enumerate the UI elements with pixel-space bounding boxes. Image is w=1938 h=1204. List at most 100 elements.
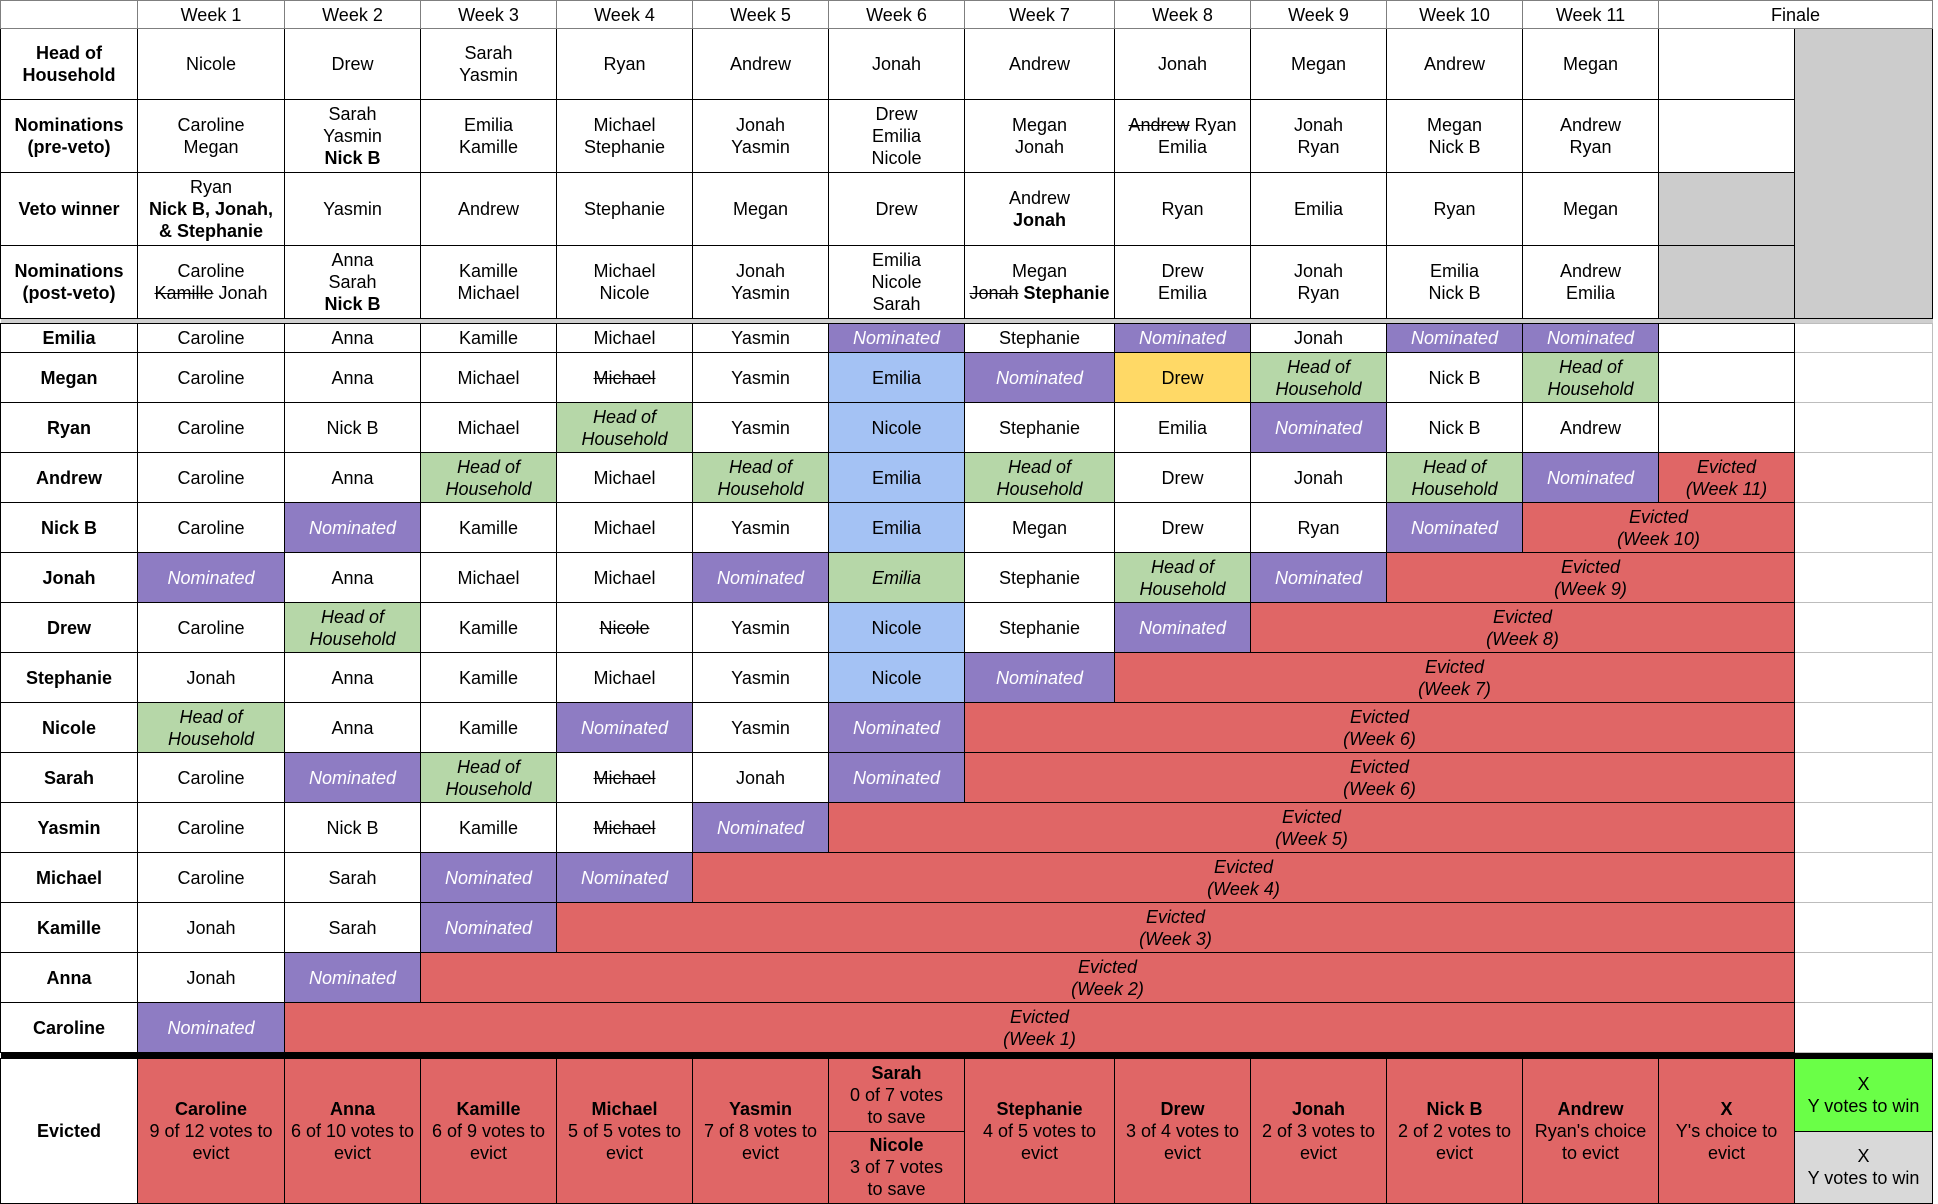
void-vote-cell[interactable]: Michael [556,752,693,803]
void-vote-cell[interactable]: Nicole [556,602,693,653]
vote-cell[interactable]: Caroline [137,752,285,803]
vote-cell[interactable]: Emilia [828,452,965,503]
evicted-cell[interactable]: Evicted(Week 1) [284,1002,1795,1053]
nominated-cell[interactable]: Nominated [692,802,829,853]
evicted-cell[interactable]: Evicted(Week 6) [964,752,1795,803]
hoh-cell[interactable]: Jonah [1114,28,1251,100]
nominated-cell[interactable]: Nominated [284,952,421,1003]
hoh-cell[interactable]: Nicole [137,28,285,100]
vote-cell[interactable]: Emilia [828,552,965,603]
vote-cell[interactable]: Michael [556,552,693,603]
player-name[interactable]: Drew [0,602,138,653]
player-name[interactable]: Yasmin [0,802,138,853]
vote-cell-final[interactable] [1658,352,1795,403]
player-name[interactable]: Kamille [0,902,138,953]
vote-cell[interactable]: Jonah [137,652,285,703]
player-name[interactable]: Ryan [0,402,138,453]
player-name[interactable]: Nicole [0,702,138,753]
nominated-cell[interactable]: Nominated [556,852,693,903]
vote-cell[interactable]: Michael [556,323,693,353]
vote-cell[interactable]: Yasmin [692,323,829,353]
vote-cell[interactable]: Michael [556,502,693,553]
vote-cell[interactable]: Nicole [828,652,965,703]
vote-cell[interactable]: Kamille [420,502,557,553]
nom-post-cell-final[interactable] [1658,245,1795,319]
vote-cell[interactable]: Yasmin [692,402,829,453]
evicted-cell[interactable]: Evicted(Week 6) [964,702,1795,753]
vote-cell-final[interactable] [1658,323,1795,353]
row-label-veto[interactable]: Veto winner [0,172,138,246]
vote-cell[interactable]: Kamille [420,702,557,753]
veto-cell[interactable]: Yasmin [284,172,421,246]
col-week-4[interactable]: Week 4 [556,0,693,29]
vote-cell[interactable]: Drew [1114,452,1251,503]
nominated-cell[interactable]: Nominated [692,552,829,603]
vote-cell[interactable]: Nicole [828,602,965,653]
vote-cell[interactable]: Stephanie [964,402,1115,453]
nominated-cell[interactable]: Nominated [964,352,1115,403]
hoh-cell[interactable]: Andrew [1386,28,1523,100]
player-name[interactable]: Andrew [0,452,138,503]
vote-cell[interactable]: Yasmin [692,602,829,653]
nominated-cell[interactable]: Nominated [556,702,693,753]
vote-cell[interactable]: Caroline [137,852,285,903]
nominated-cell[interactable]: Nominated [1114,323,1251,353]
hoh-cell[interactable]: Andrew [964,28,1115,100]
vote-cell[interactable]: Sarah [284,852,421,903]
vote-cell[interactable]: Caroline [137,402,285,453]
hoh-cell[interactable]: Jonah [828,28,965,100]
nominated-cell[interactable]: Nominated [964,652,1115,703]
evicted-cell[interactable]: Evicted(Week 11) [1658,452,1795,503]
col-week-9[interactable]: Week 9 [1250,0,1387,29]
vote-cell[interactable]: Yasmin [692,702,829,753]
vote-cell[interactable]: Nicole [828,402,965,453]
col-week-10[interactable]: Week 10 [1386,0,1523,29]
veto-cell[interactable]: Stephanie [556,172,693,246]
evicted-cell[interactable]: Evicted(Week 5) [828,802,1795,853]
nominated-cell[interactable]: Nominated [828,752,965,803]
vote-cell[interactable]: Yasmin [692,352,829,403]
vote-cell[interactable]: Caroline [137,452,285,503]
nominated-cell[interactable]: Nominated [1250,552,1387,603]
col-week-6[interactable]: Week 6 [828,0,965,29]
player-name[interactable]: Jonah [0,552,138,603]
vote-cell[interactable]: Emilia [828,352,965,403]
veto-cell[interactable]: Ryan [1114,172,1251,246]
vote-cell[interactable]: Anna [284,552,421,603]
vote-cell[interactable]: Nick B [1386,352,1523,403]
vote-cell[interactable]: Michael [420,552,557,603]
vote-cell[interactable]: Andrew [1522,402,1659,453]
vote-cell[interactable]: Caroline [137,323,285,353]
nominated-cell[interactable]: Nominated [1522,323,1659,353]
vote-cell[interactable]: Jonah [1250,323,1387,353]
vote-cell[interactable]: Jonah [1250,452,1387,503]
